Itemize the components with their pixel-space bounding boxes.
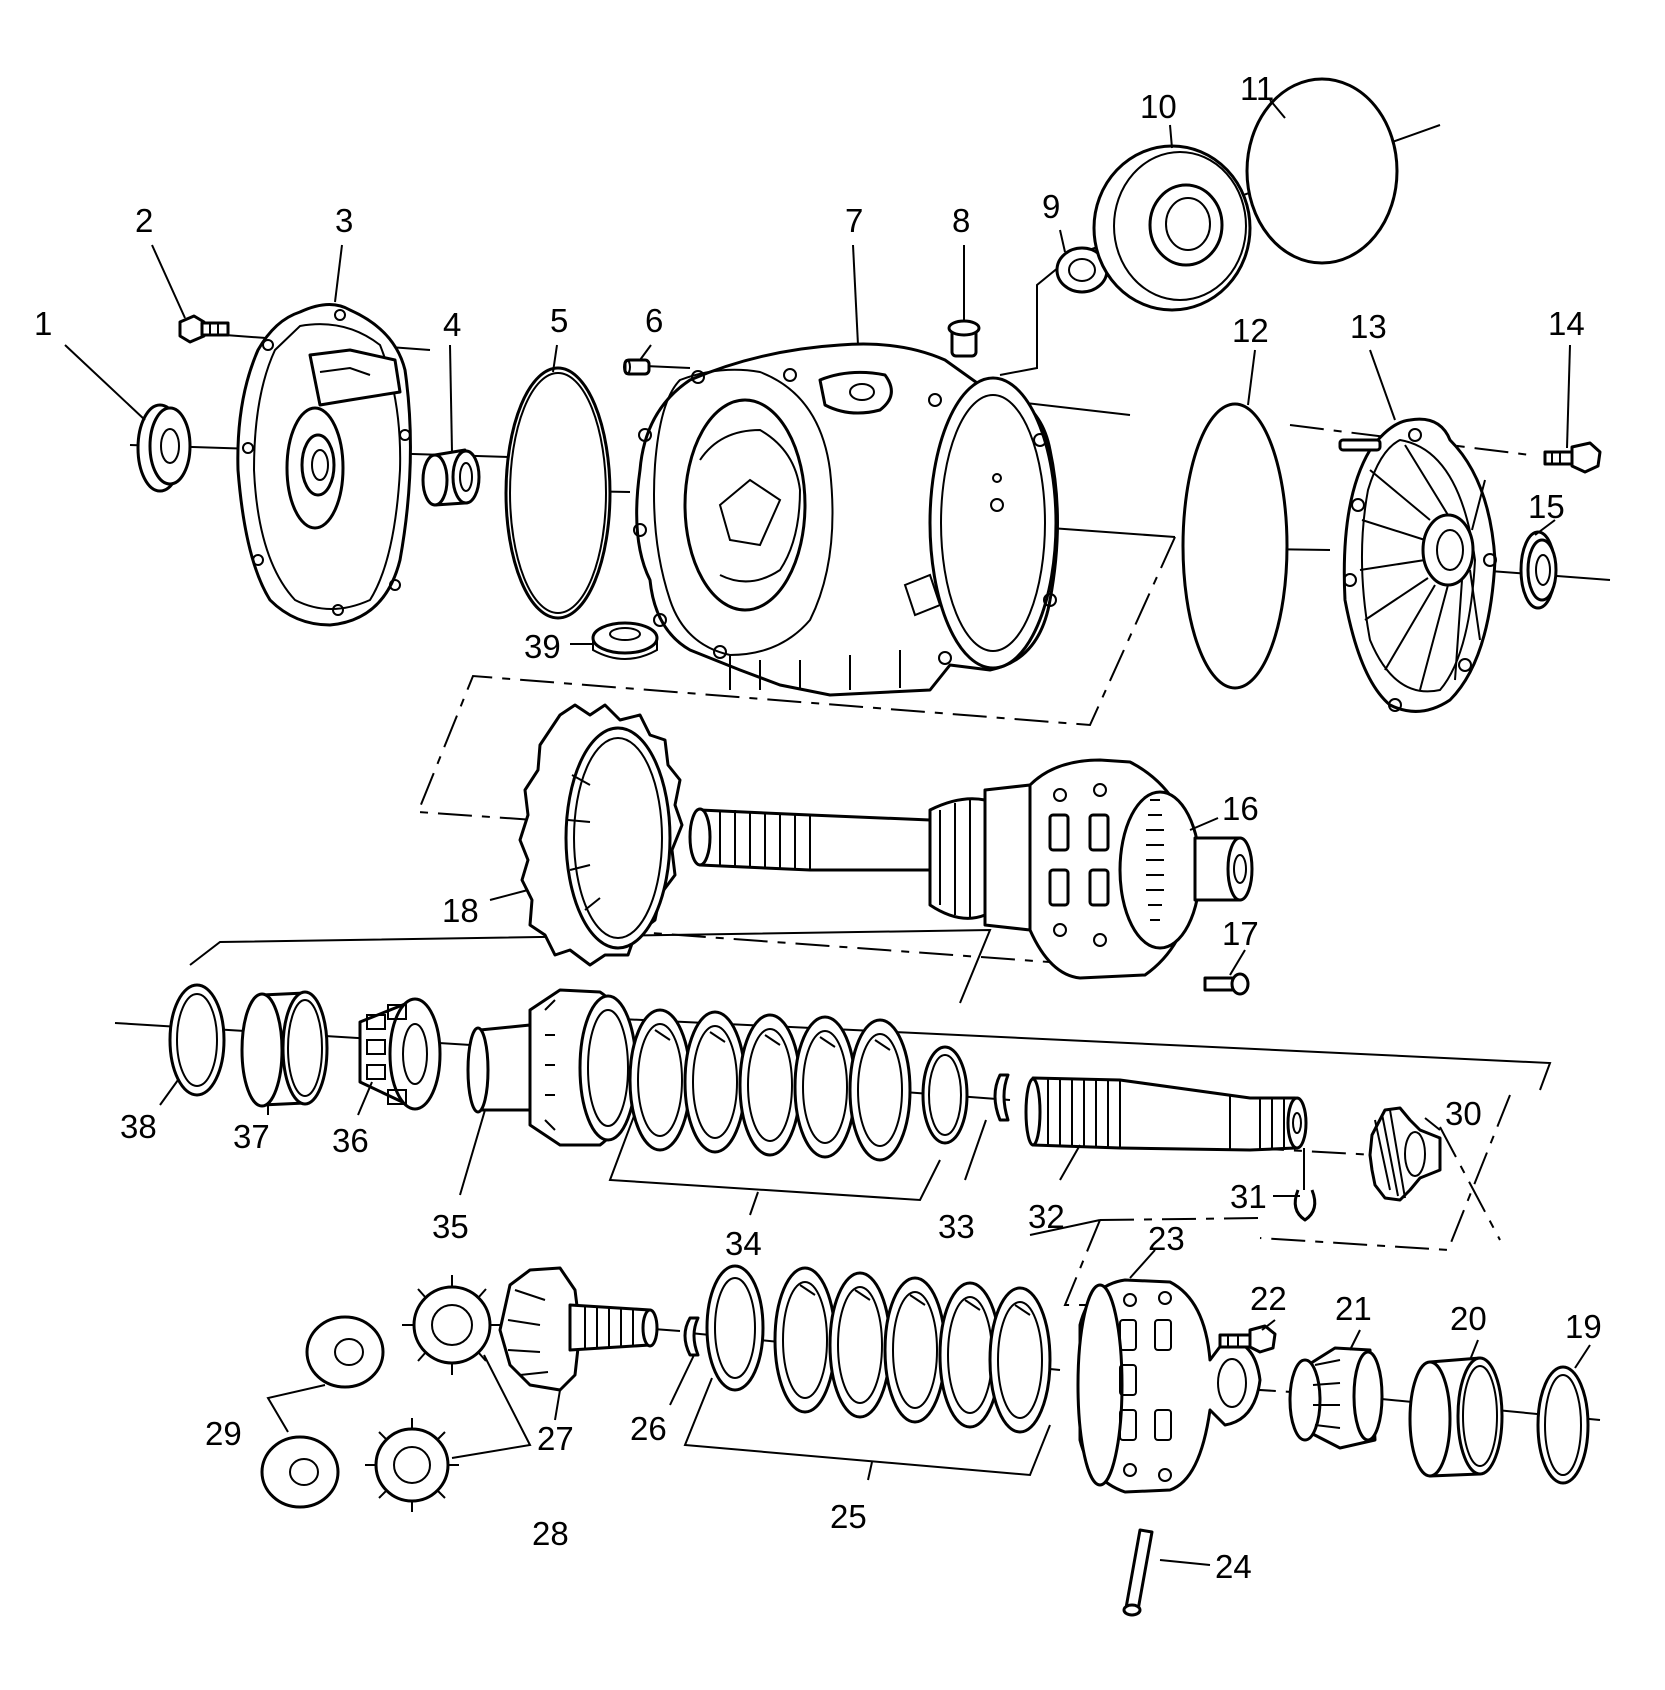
callout-38: 38 xyxy=(120,1108,157,1145)
callout-1: 1 xyxy=(34,305,52,342)
callout-7: 7 xyxy=(845,202,863,239)
part-7-housing xyxy=(633,342,1059,697)
part-20-bearing-race xyxy=(1408,1356,1504,1478)
bracket-25 xyxy=(683,1377,1051,1477)
part-28-pinion-gears xyxy=(365,1275,532,1512)
part-35-clutch-drum xyxy=(459,988,638,1196)
callout-36: 36 xyxy=(332,1122,369,1159)
callout-33: 33 xyxy=(938,1208,975,1245)
part-17-bolt xyxy=(1203,972,1250,996)
part-34-clutch-pack xyxy=(628,1008,912,1162)
callout-37: 37 xyxy=(233,1118,270,1155)
part-36-roller-bearing xyxy=(358,997,442,1111)
part-34-end-ring xyxy=(921,1045,969,1145)
bracket-34 xyxy=(608,1099,941,1202)
callout-27: 27 xyxy=(537,1420,574,1457)
callout-29: 29 xyxy=(205,1415,242,1452)
callout-4: 4 xyxy=(443,306,461,343)
part-18-sprocket xyxy=(518,703,684,967)
callout-20: 20 xyxy=(1450,1300,1487,1337)
callout-10: 10 xyxy=(1140,88,1177,125)
part-15-seal xyxy=(1519,530,1558,610)
callout-26: 26 xyxy=(630,1410,667,1447)
callout-6: 6 xyxy=(645,302,663,339)
group-brackets xyxy=(608,1099,1051,1481)
part-32-input-shaft xyxy=(1024,1076,1308,1152)
callout-17: 17 xyxy=(1222,915,1259,952)
leader-lines xyxy=(64,99,1591,1369)
callout-32: 32 xyxy=(1028,1198,1065,1235)
callout-8: 8 xyxy=(952,202,970,239)
part-21-roller-bearing xyxy=(1288,1346,1384,1450)
part-33-snap-ring xyxy=(993,1073,1010,1122)
part-3-front-cover xyxy=(236,303,412,627)
callout-23: 23 xyxy=(1148,1220,1185,1257)
part-5-o-ring xyxy=(504,366,612,620)
callout-31: 31 xyxy=(1230,1178,1267,1215)
part-4-bushing xyxy=(421,448,481,507)
callout-2: 2 xyxy=(135,202,153,239)
callout-35: 35 xyxy=(432,1208,469,1245)
part-23-differential-case xyxy=(1076,1249,1262,1494)
callout-18: 18 xyxy=(442,892,479,929)
callout-11: 11 xyxy=(1240,70,1274,107)
callout-13: 13 xyxy=(1350,308,1387,345)
part-1-seal xyxy=(136,403,192,493)
callout-3: 3 xyxy=(335,202,353,239)
part-26-snap-ring xyxy=(669,1316,700,1406)
callout-12: 12 xyxy=(1232,312,1269,349)
callout-19: 19 xyxy=(1565,1308,1602,1345)
part-24-cross-pin xyxy=(1122,1528,1211,1617)
callout-30: 30 xyxy=(1445,1095,1482,1132)
part-25-clutch-pack xyxy=(705,1264,1052,1434)
part-11-o-ring xyxy=(1245,77,1399,265)
part-12-o-ring xyxy=(1181,402,1289,690)
part-8-plug xyxy=(947,245,981,358)
callout-5: 5 xyxy=(550,302,568,339)
part-16-output-shaft-hub xyxy=(688,758,1254,980)
callout-9: 9 xyxy=(1042,188,1060,225)
part-37-bearing-race xyxy=(240,990,329,1108)
callout-15: 15 xyxy=(1528,488,1565,525)
callout-labels: 1 2 3 4 5 6 7 8 9 10 11 12 13 14 15 16 1… xyxy=(34,70,1602,1585)
callout-24: 24 xyxy=(1215,1548,1252,1585)
part-2-bolt xyxy=(178,314,230,344)
part-14-bolt xyxy=(1543,441,1602,474)
part-27-pinion-shaft xyxy=(498,1266,659,1421)
part-10-flange xyxy=(1092,144,1252,312)
callout-28: 28 xyxy=(532,1515,569,1552)
part-22-bolt xyxy=(1218,1324,1277,1354)
callout-25: 25 xyxy=(830,1498,867,1535)
part-31-clip xyxy=(1293,1148,1317,1222)
callout-39: 39 xyxy=(524,628,561,665)
part-29-thrust-washers xyxy=(260,1315,385,1509)
callout-34: 34 xyxy=(725,1225,762,1262)
part-5-o-ring-inner xyxy=(509,372,607,614)
part-19-snap-ring xyxy=(1536,1365,1590,1485)
part-39-washer xyxy=(570,621,659,660)
callout-22: 22 xyxy=(1250,1280,1287,1317)
callout-21: 21 xyxy=(1335,1290,1372,1327)
part-6-dowel-pin xyxy=(623,358,651,376)
callout-14: 14 xyxy=(1548,305,1585,342)
part-30-side-gear xyxy=(1368,1106,1442,1202)
callout-16: 16 xyxy=(1222,790,1259,827)
part-38-snap-ring xyxy=(168,983,226,1097)
part-13-rear-cover xyxy=(1338,417,1497,713)
